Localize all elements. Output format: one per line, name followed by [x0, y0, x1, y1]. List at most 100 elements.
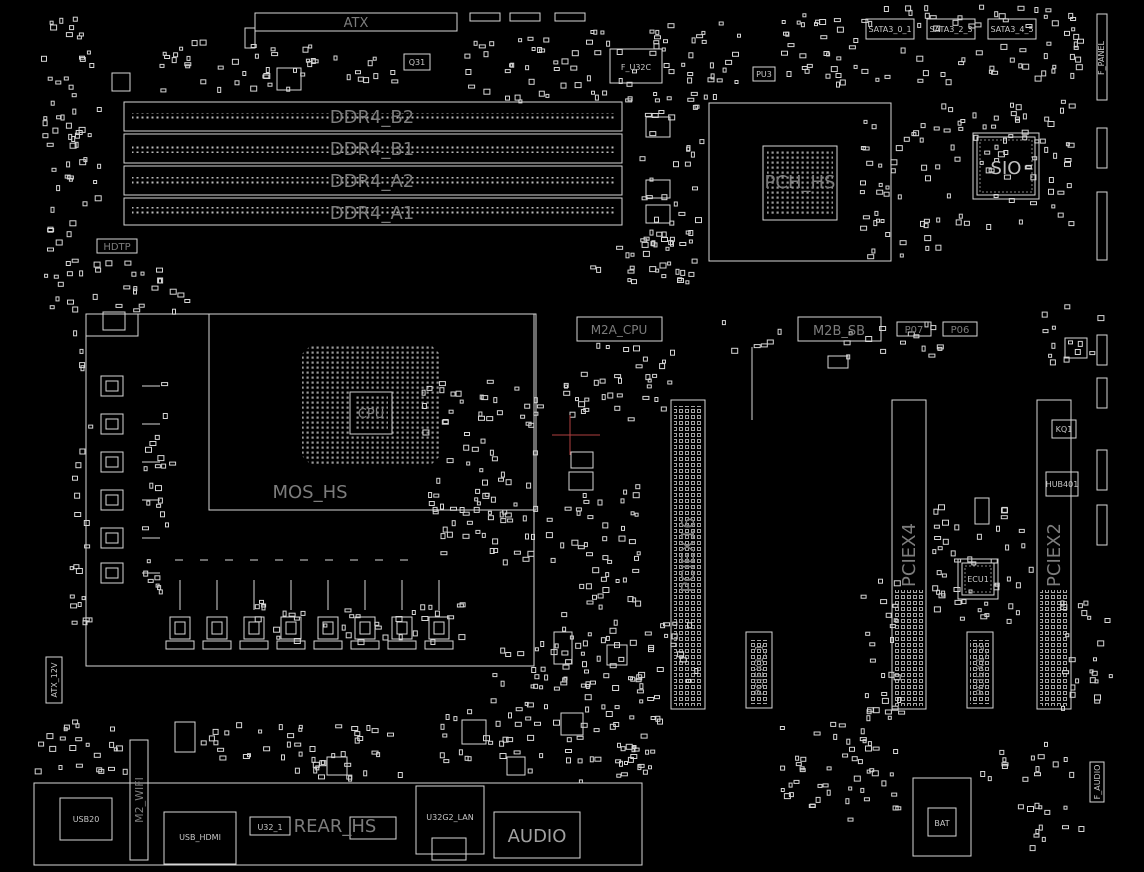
- smd-part: [273, 626, 281, 633]
- smd-part: [687, 97, 695, 102]
- smd-part: [553, 60, 559, 65]
- smd-part: [172, 308, 176, 315]
- smd-part: [459, 507, 465, 513]
- smd-part: [917, 78, 924, 83]
- smd-part: [651, 113, 659, 118]
- smd-part: [293, 616, 300, 621]
- smd-part: [616, 49, 623, 55]
- smd-part: [79, 55, 85, 60]
- smd-part: [590, 265, 597, 270]
- smd-part: [582, 493, 587, 498]
- smd-part: [687, 622, 693, 629]
- smd-part: [434, 610, 440, 617]
- sata3-0-1: [865, 18, 915, 40]
- smd-part: [943, 128, 951, 133]
- smd-part: [984, 601, 989, 606]
- smd-part: [653, 92, 658, 96]
- smd-part: [575, 397, 579, 402]
- smd-part: [649, 266, 657, 273]
- smd-part: [796, 20, 801, 25]
- smd-part: [669, 236, 675, 242]
- sata3-2-3: [926, 18, 976, 40]
- smd-part: [679, 657, 687, 663]
- smd-part: [1068, 657, 1076, 663]
- smd-part: [650, 749, 656, 754]
- smd-part: [565, 749, 572, 753]
- smd-part: [490, 698, 497, 704]
- smd-part: [331, 753, 336, 759]
- smd-part: [59, 736, 66, 741]
- smd-part: [476, 501, 481, 506]
- smd-part: [849, 746, 855, 752]
- smd-part: [974, 22, 982, 28]
- smd-part: [862, 215, 870, 220]
- smd-part: [891, 792, 898, 797]
- smd-part: [923, 218, 930, 223]
- smd-part: [614, 374, 622, 379]
- smd-part: [630, 754, 638, 759]
- smd-part: [355, 70, 361, 75]
- smd-part: [481, 532, 486, 538]
- smd-part: [513, 502, 518, 507]
- smd-part: [66, 271, 73, 277]
- smd-part: [1044, 741, 1048, 747]
- smd-part: [367, 60, 373, 67]
- smd-part: [455, 390, 462, 397]
- smd-part: [544, 674, 549, 681]
- smd-part: [398, 634, 403, 641]
- ecu1-label: ECU1: [967, 575, 989, 584]
- smd-part: [968, 589, 973, 594]
- vrm-part: [433, 621, 445, 635]
- vrm-part: [243, 616, 265, 640]
- smd-part: [72, 719, 79, 725]
- smd-part: [66, 231, 72, 238]
- smd-part: [961, 57, 966, 63]
- hub-label: HUB401: [1046, 480, 1079, 489]
- pch-ball-grid: [767, 150, 833, 216]
- smd-part: [599, 378, 606, 384]
- smd-part: [133, 286, 138, 292]
- smd-part: [880, 599, 888, 605]
- smd-part: [628, 676, 633, 681]
- smd-part: [1070, 684, 1076, 691]
- smd-part: [184, 62, 192, 67]
- smd-part: [701, 39, 707, 44]
- smd-part: [853, 775, 861, 782]
- smd-part: [813, 731, 821, 736]
- smd-part: [154, 464, 161, 469]
- smd-part: [387, 732, 394, 737]
- smd-part: [871, 124, 877, 130]
- smd-part: [160, 511, 165, 518]
- smd-part: [527, 36, 534, 41]
- smd-part: [637, 764, 642, 771]
- smd-part: [866, 715, 871, 722]
- smd-part: [615, 579, 620, 583]
- smd-part: [113, 747, 118, 752]
- smd-part: [1017, 5, 1025, 11]
- smd-part: [562, 664, 570, 670]
- smd-part: [438, 381, 446, 387]
- smd-part: [860, 180, 866, 186]
- smd-part: [991, 124, 997, 129]
- smd-part: [1041, 836, 1046, 842]
- smd-part: [1091, 670, 1098, 676]
- smd-part: [531, 47, 536, 51]
- smd-part: [667, 380, 673, 385]
- smd-part: [621, 525, 625, 531]
- m2b-sb-label: M2B_SB: [813, 324, 865, 339]
- smd-part: [554, 643, 559, 649]
- smd-part: [692, 186, 698, 191]
- smd-part: [878, 578, 883, 584]
- smd-part: [1077, 340, 1083, 347]
- smd-part: [466, 461, 471, 466]
- smd-part: [582, 661, 587, 668]
- smd-part: [154, 575, 161, 581]
- smd-part: [990, 558, 998, 564]
- smd-part: [479, 468, 484, 473]
- smd-part: [458, 634, 466, 641]
- smd-part: [34, 768, 42, 775]
- smd-part: [489, 449, 494, 456]
- smd-part: [1022, 135, 1028, 141]
- smd-part: [624, 761, 628, 765]
- smd-part: [618, 377, 622, 384]
